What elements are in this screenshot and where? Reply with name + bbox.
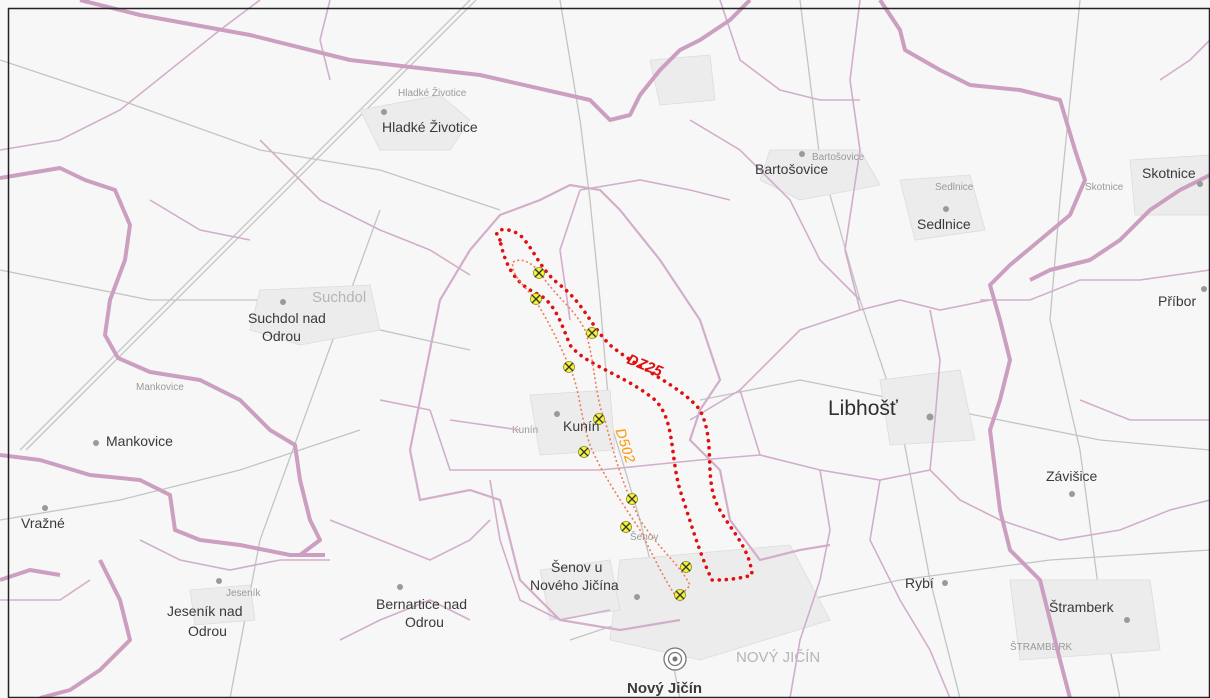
crossing-marker-icon[interactable]: [563, 361, 575, 373]
place-label-jesenik-line2[interactable]: Odrou: [188, 623, 227, 639]
village-dot-icon: [554, 411, 560, 417]
place-label-libhost[interactable]: Libhošť: [828, 397, 899, 420]
village-dot-icon: [1201, 286, 1207, 292]
d502-corridor: [511, 259, 691, 596]
place-label-novy-jicin[interactable]: Nový Jičín: [627, 680, 702, 697]
village-dots: [42, 109, 1207, 623]
place-label-bernartice-line1[interactable]: Bernartice nad: [376, 596, 467, 612]
place-label-rybi[interactable]: Rybí: [905, 575, 934, 591]
crossing-marker-icon[interactable]: [620, 521, 632, 533]
base-label-kunin: Kunín: [512, 425, 538, 436]
crossing-marker-icon[interactable]: [586, 327, 598, 339]
crossing-marker-icon[interactable]: [578, 446, 590, 458]
base-label-skotnice: Skotnice: [1085, 182, 1124, 193]
village-dot-icon: [381, 109, 387, 115]
place-label-senov-line1[interactable]: Šenov u: [551, 559, 602, 575]
village-dot-icon: [942, 580, 948, 586]
place-label-mankovice[interactable]: Mankovice: [106, 433, 173, 449]
built-up-areas: [189, 54, 1210, 661]
village-dot-icon: [926, 413, 934, 421]
base-label-senov: Šenov: [630, 530, 658, 543]
place-label-pribor[interactable]: Příbor: [1158, 293, 1196, 309]
village-dot-icon: [799, 151, 805, 157]
village-dot-icon: [1069, 491, 1075, 497]
town-center-icon[interactable]: [663, 647, 687, 671]
crossing-marker-icon[interactable]: [626, 493, 638, 505]
crossing-marker-icon[interactable]: [674, 589, 686, 601]
base-label-mankovice: Mankovice: [136, 382, 184, 393]
place-label-skotnice[interactable]: Skotnice: [1142, 165, 1196, 181]
place-label-suchdol-line2[interactable]: Odrou: [262, 328, 301, 344]
place-label-hladke-zivotice[interactable]: Hladké Životice: [382, 119, 478, 135]
dz25-corridor: [494, 227, 754, 582]
village-dot-icon: [93, 440, 99, 446]
place-label-kunin[interactable]: Kunín: [563, 418, 600, 434]
base-label-bartosovice: Bartošovice: [812, 152, 865, 163]
village-dot-icon: [943, 206, 949, 212]
village-dot-icon: [1197, 181, 1203, 187]
village-dot-icon: [280, 299, 286, 305]
base-label-sedlnice: Sedlnice: [935, 182, 974, 193]
village-dot-icon: [216, 578, 222, 584]
village-dot-icon: [42, 505, 48, 511]
place-label-bartosovice[interactable]: Bartošovice: [755, 161, 828, 177]
place-label-senov-line2[interactable]: Nového Jičína: [530, 577, 619, 593]
crossing-marker-icon[interactable]: [530, 293, 542, 305]
place-label-sedlnice[interactable]: Sedlnice: [917, 216, 971, 232]
kunin-outline: [408, 183, 831, 632]
place-label-stramberk[interactable]: Štramberk: [1049, 599, 1115, 615]
place-labels: Hladké Životice Bartošovice Skotnice Sed…: [21, 119, 1196, 697]
crossing-marker-icon[interactable]: [680, 561, 692, 573]
village-dot-icon: [397, 584, 403, 590]
place-label-jesenik-line1[interactable]: Jeseník nad: [167, 603, 243, 619]
crossing-markers: [530, 267, 692, 601]
base-label-stramberk: ŠTRAMBERK: [1010, 640, 1073, 653]
village-dot-icon: [1124, 617, 1130, 623]
base-label-novy-jicin: NOVÝ JIČÍN: [736, 649, 820, 666]
base-label-suchdol: Suchdol: [312, 289, 366, 306]
base-label-hladke-zivotice: Hladké Životice: [398, 86, 467, 99]
crossing-marker-icon[interactable]: [593, 413, 605, 425]
place-label-vrazne[interactable]: Vražné: [21, 515, 65, 531]
place-label-bernartice-line2[interactable]: Odrou: [405, 614, 444, 630]
place-label-zavisice[interactable]: Závišice: [1046, 468, 1098, 484]
village-dot-icon: [634, 594, 640, 600]
place-label-suchdol-line1[interactable]: Suchdol nad: [248, 310, 326, 326]
base-label-jesenik: Jeseník: [226, 588, 261, 599]
crossing-marker-icon[interactable]: [533, 267, 545, 279]
